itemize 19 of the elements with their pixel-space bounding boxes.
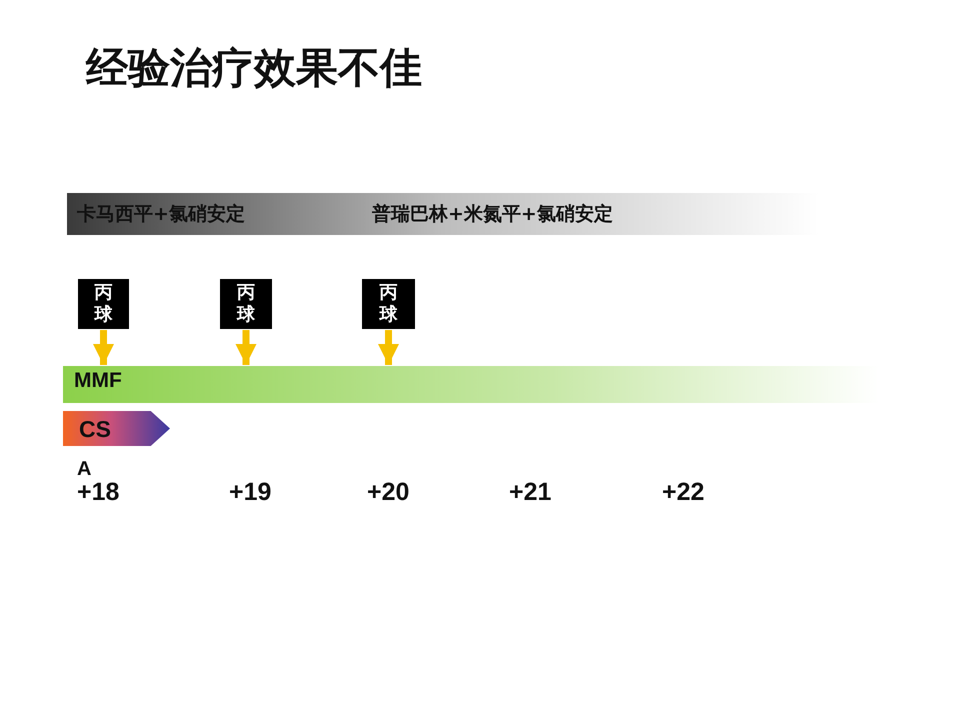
arrow bbox=[378, 330, 399, 365]
node-label: 丙球 bbox=[94, 282, 112, 326]
day-label: +18 bbox=[77, 478, 120, 507]
node-label: CS bbox=[79, 415, 111, 443]
arrow bbox=[236, 330, 256, 365]
node-label: 普瑞巴林+米氮平+氯硝安定 bbox=[372, 202, 613, 227]
day-label: +19 bbox=[229, 478, 272, 507]
slide-title: 经验治疗效果不佳 bbox=[86, 42, 422, 94]
node-label: 丙球 bbox=[380, 282, 398, 326]
label-box bbox=[362, 279, 415, 329]
day-label: +21 bbox=[509, 478, 552, 507]
day-label: +22 bbox=[662, 478, 704, 507]
label-box bbox=[220, 279, 272, 329]
day-label: +20 bbox=[367, 478, 410, 507]
node-label: MMF bbox=[74, 368, 122, 394]
node-label: 丙球 bbox=[237, 282, 255, 326]
arrow bbox=[93, 330, 114, 365]
panel-letter: A bbox=[77, 458, 92, 481]
label-box bbox=[78, 279, 129, 329]
